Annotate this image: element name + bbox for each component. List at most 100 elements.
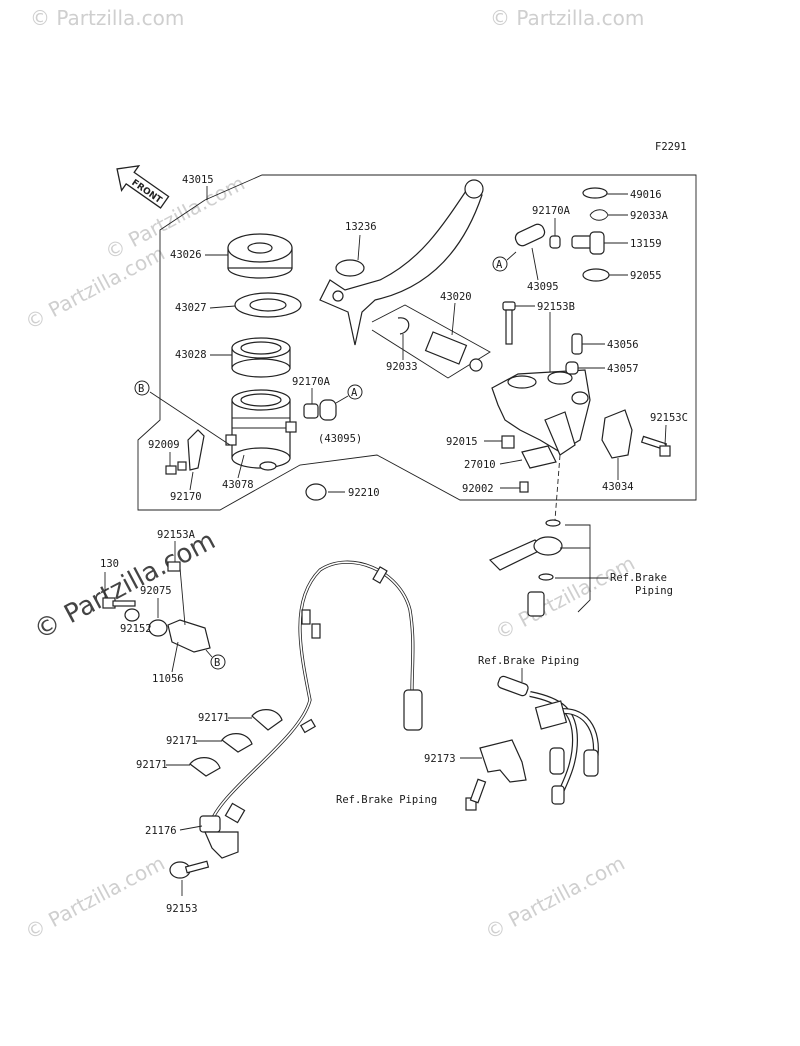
cap-43057 — [565, 361, 579, 375]
watermark-text: © Partzilla.com — [21, 241, 169, 335]
oring-92055 — [582, 268, 610, 282]
sensor-cable — [208, 560, 423, 826]
label-92153: 92153 — [166, 903, 198, 915]
label-43056: 43056 — [607, 339, 639, 351]
bracket-11056 — [167, 567, 211, 653]
cap-49016 — [582, 187, 608, 199]
bracket-92170 — [177, 429, 205, 471]
sensor-21176 — [199, 802, 246, 859]
label-43027: 43027 — [175, 302, 207, 314]
callout-b-mark: B — [214, 657, 220, 669]
pipe-bracket-92173 — [479, 739, 527, 783]
callout-a-right: A — [492, 251, 517, 272]
screw-92153b — [502, 301, 516, 345]
label-92009: 92009 — [148, 439, 180, 451]
label-92173: 92173 — [424, 753, 456, 765]
watermark-text: © Partzilla.com — [481, 851, 629, 945]
screw-92002 — [519, 481, 529, 493]
fitting-13159 — [571, 231, 605, 255]
watermark-layer: © Partzilla.com © Partzilla.com © Partzi… — [21, 6, 644, 944]
label-130: 130 — [100, 558, 119, 570]
label-92171-b: 92171 — [166, 735, 198, 747]
circlip-92033a — [589, 209, 609, 221]
nut-92015 — [501, 435, 515, 449]
diaphragm — [231, 337, 291, 378]
brake-piping — [497, 675, 599, 805]
label-92002: 92002 — [462, 483, 494, 495]
piston-assembly — [371, 304, 491, 379]
label-13159: 13159 — [630, 238, 662, 250]
label-92033: 92033 — [386, 361, 418, 373]
reservoir-cap — [227, 233, 293, 279]
cable-clamp-92171-c — [189, 757, 221, 777]
master-cylinder-body — [491, 369, 591, 456]
label-92210: 92210 — [348, 487, 380, 499]
label-21176: 21176 — [145, 825, 177, 837]
label-43078: 43078 — [222, 479, 254, 491]
brake-lever — [319, 179, 484, 346]
bolt-92153c — [640, 435, 671, 457]
ref-brake-piping-3: Ref.Brake Piping — [336, 794, 437, 806]
label-92033a: 92033A — [630, 210, 669, 222]
hose-clamp-right — [514, 223, 561, 249]
watermark-text: © Partzilla.com — [491, 551, 639, 645]
screw-92009 — [165, 465, 177, 475]
watermark-text: © Partzilla.com — [490, 6, 644, 30]
reservoir-body — [225, 389, 297, 471]
figure-code: F2291 — [655, 141, 687, 153]
ref-brake-piping-1b: Piping — [635, 585, 673, 597]
callout-a-mark: A — [351, 387, 358, 399]
label-92153a: 92153A — [157, 529, 196, 541]
label-92171-c: 92171 — [136, 759, 168, 771]
label-43034: 43034 — [602, 481, 634, 493]
assembly-boundary — [137, 174, 697, 511]
label-92075: 92075 — [140, 585, 172, 597]
label-92153c: 92153C — [650, 412, 688, 424]
collar-92152 — [124, 608, 140, 622]
cable-clamp-92171-a — [251, 709, 283, 731]
label-92055: 92055 — [630, 270, 662, 282]
label-92170a-left: 92170A — [292, 376, 331, 388]
label-92170: 92170 — [170, 491, 202, 503]
callout-a-mark: A — [496, 259, 503, 271]
grommet-92210 — [305, 483, 327, 501]
callout-b-top: B — [134, 380, 231, 446]
screw-92153a — [167, 561, 181, 572]
front-arrow: FRONT — [116, 164, 170, 209]
callout-b-mark: B — [138, 383, 144, 395]
label-43028: 43028 — [175, 349, 207, 361]
hose-clamp-left — [303, 399, 337, 421]
label-43095-paren: (43095) — [318, 433, 362, 445]
label-92153b: 92153B — [537, 301, 575, 313]
label-43015: 43015 — [182, 174, 214, 186]
label-92170a-right: 92170A — [532, 205, 571, 217]
label-92171-a: 92171 — [198, 712, 230, 724]
watermark-text: © Partzilla.com — [30, 6, 184, 30]
label-43020: 43020 — [440, 291, 472, 303]
grommet-92075 — [148, 619, 168, 637]
ref-brake-piping-1: Ref.Brake — [610, 572, 667, 584]
label-92015: 92015 — [446, 436, 478, 448]
label-92152: 92152 — [120, 623, 152, 635]
label-27010: 27010 — [464, 459, 496, 471]
bolt-ref-piping — [465, 778, 487, 811]
label-43026: 43026 — [170, 249, 202, 261]
label-43095: 43095 — [527, 281, 559, 293]
banjo-fitting-group — [488, 454, 591, 617]
callout-a-left: A — [335, 384, 363, 404]
callout-b-bottom: B — [205, 649, 226, 670]
diaphragm-plate — [234, 292, 302, 318]
bolt-92153 — [169, 860, 210, 879]
label-49016: 49016 — [630, 189, 662, 201]
bolt-130 — [102, 597, 136, 609]
label-11056: 11056 — [152, 673, 184, 685]
label-43057: 43057 — [607, 363, 639, 375]
ref-brake-piping-2: Ref.Brake Piping — [478, 655, 579, 667]
watermark-text: © Partzilla.com — [21, 851, 169, 945]
label-13236: 13236 — [345, 221, 377, 233]
cable-clamp-92171-b — [221, 733, 253, 753]
bleeder-43056 — [571, 333, 583, 355]
switch-27010 — [521, 445, 557, 469]
